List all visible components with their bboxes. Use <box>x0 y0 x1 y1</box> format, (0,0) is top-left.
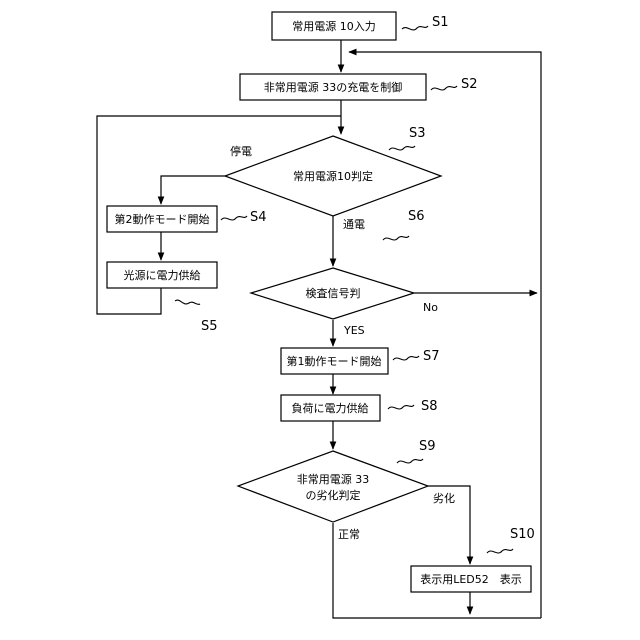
node-s4: 第2動作モード開始 <box>107 206 217 232</box>
arrow-s3-s4 <box>161 176 225 204</box>
leader-s10 <box>487 549 513 553</box>
step-s6: S6 <box>408 209 425 224</box>
node-s2-text: 非常用電源 33の充電を制御 <box>264 80 403 94</box>
node-s10: 表示用LED52 表示 <box>411 566 531 592</box>
leader-s5 <box>175 300 200 304</box>
leader-s1 <box>402 26 428 30</box>
step-s8: S8 <box>421 399 438 414</box>
step-s5: S5 <box>201 319 218 334</box>
leader-s7 <box>393 356 419 360</box>
leader-s9 <box>397 459 423 463</box>
label-outage: 停電 <box>230 144 252 158</box>
node-s1-text: 常用電源 10入力 <box>292 19 376 33</box>
node-s7-text: 第1動作モード開始 <box>287 354 382 368</box>
leader-s4 <box>221 216 247 220</box>
node-s5: 光源に電力供給 <box>107 262 217 288</box>
node-s4-text: 第2動作モード開始 <box>115 212 210 226</box>
node-s8-text: 負荷に電力供給 <box>292 401 369 415</box>
leader-s2 <box>431 86 457 90</box>
step-s2: S2 <box>461 77 478 92</box>
node-s7: 第1動作モード開始 <box>281 348 388 374</box>
leader-s8 <box>388 405 414 409</box>
leader-s6 <box>383 236 409 240</box>
label-no: No <box>423 301 438 314</box>
step-s7: S7 <box>423 349 440 364</box>
decision-s9-text-line2: の劣化判定 <box>306 488 361 502</box>
label-yes: YES <box>343 324 365 337</box>
step-s3: S3 <box>409 126 426 141</box>
label-degraded: 劣化 <box>433 491 455 505</box>
decision-s3: 常用電源10判定 <box>225 136 441 216</box>
node-s8: 負荷に電力供給 <box>281 395 380 421</box>
step-s4: S4 <box>250 210 267 225</box>
step-s1: S1 <box>432 15 449 30</box>
label-powered: 通電 <box>343 218 365 231</box>
node-s5-text: 光源に電力供給 <box>124 268 201 282</box>
connectors <box>97 40 541 618</box>
decision-s6: 検査信号判 <box>251 268 414 319</box>
leader-s3 <box>389 146 415 150</box>
label-normal: 正常 <box>338 528 360 541</box>
step-s9: S9 <box>419 439 436 454</box>
step-s10: S10 <box>510 527 535 542</box>
node-s2: 非常用電源 33の充電を制御 <box>240 74 426 100</box>
decision-s3-text: 常用電源10判定 <box>293 169 373 183</box>
node-s10-text: 表示用LED52 表示 <box>420 572 522 586</box>
decision-s9-text-line1: 非常用電源 33 <box>297 472 370 486</box>
decision-s6-text: 検査信号判 <box>306 286 361 300</box>
node-s1: 常用電源 10入力 <box>272 12 396 40</box>
